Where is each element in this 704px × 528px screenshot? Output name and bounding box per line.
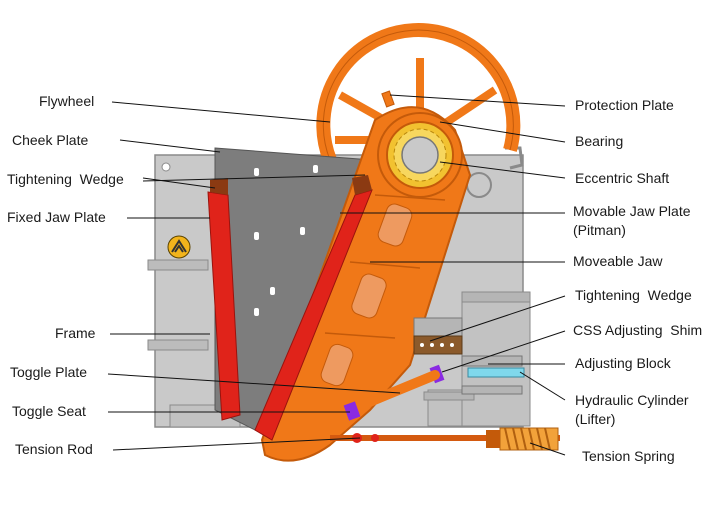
label-adjusting-block: Adjusting Block [575, 355, 672, 371]
label-toggle-plate: Toggle Plate [10, 364, 87, 380]
label-moveable-jaw: Moveable Jaw [573, 253, 663, 269]
brand-logo [167, 235, 191, 259]
hydraulic-cylinder [467, 367, 525, 378]
adjusting-block [461, 355, 523, 367]
label-hydraulic-cylinder: Hydraulic Cylinder [575, 392, 689, 408]
label-protection-plate: Protection Plate [575, 97, 674, 113]
bearing [377, 112, 463, 198]
tightening-wedge-right [413, 317, 463, 355]
label-fixed-jaw-plate: Fixed Jaw Plate [7, 209, 106, 225]
tension-spring [486, 427, 559, 451]
label-bearing: Bearing [575, 133, 623, 149]
label-tension-spring: Tension Spring [582, 448, 675, 464]
protection-plate [381, 90, 395, 108]
label-tightening-wedge-left: Tightening Wedge [7, 171, 124, 187]
leader-lines [107, 94, 566, 456]
label-lifter: (Lifter) [575, 411, 615, 427]
label-pitman: (Pitman) [573, 222, 626, 238]
label-frame: Frame [55, 325, 96, 341]
label-tension-rod: Tension Rod [15, 441, 93, 457]
label-css-adjusting-shim: CSS Adjusting Shim [573, 322, 702, 338]
label-cheek-plate: Cheek Plate [12, 132, 88, 148]
label-toggle-seat: Toggle Seat [12, 403, 86, 419]
label-movable-jaw-plate: Movable Jaw Plate [573, 203, 691, 219]
eccentric-shaft [401, 136, 439, 174]
label-tightening-wedge-right: Tightening Wedge [575, 287, 692, 303]
fixed-jaw-plate [207, 178, 241, 421]
label-eccentric-shaft: Eccentric Shaft [575, 170, 669, 186]
movable-jaw-plate [254, 175, 373, 441]
label-flywheel: Flywheel [39, 93, 94, 109]
toggle-seat [343, 401, 361, 421]
